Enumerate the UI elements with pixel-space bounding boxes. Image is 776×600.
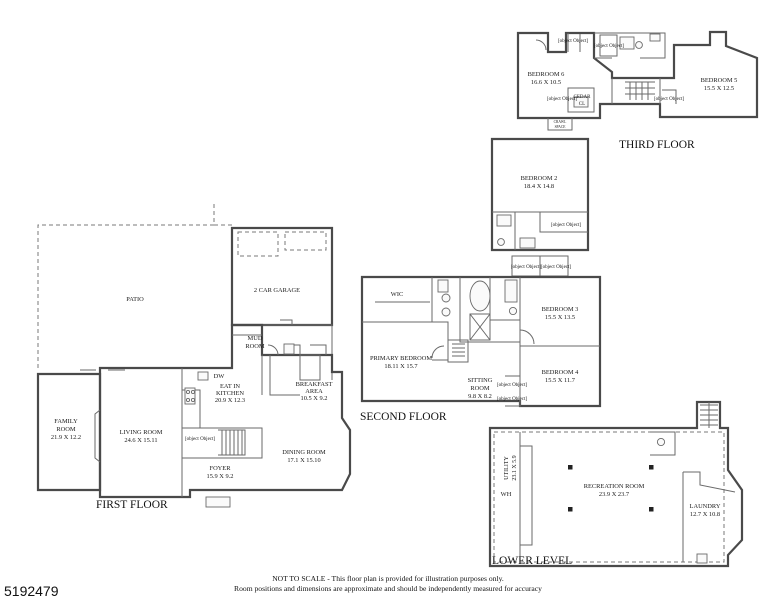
bedroom3-name: BEDROOM 3 — [542, 306, 579, 313]
disclaimer-line-2: Room positions and dimensions are approx… — [234, 584, 542, 593]
closet-label: [object Object] — [541, 265, 571, 270]
closet-label: [object Object] — [547, 97, 577, 102]
kitchen-name: EAT IN — [220, 383, 240, 390]
living-name: LIVING ROOM — [120, 429, 163, 436]
family-name2: ROOM — [56, 426, 75, 433]
patio-label: PATIO — [126, 296, 144, 303]
closet-label: [object Object] — [594, 44, 624, 49]
family-dim: 21.9 X 12.2 — [51, 434, 81, 441]
garage-label: 2 CAR GARAGE — [254, 287, 300, 294]
dw-label: DW — [214, 373, 226, 380]
bedroom6-dim: 16.6 X 10.5 — [531, 79, 561, 86]
primary-dim: 18.11 X 15.7 — [384, 363, 418, 370]
closet-label: [object Object] — [558, 39, 588, 44]
bedroom5-dim: 15.5 X 12.5 — [704, 85, 734, 92]
cedar-sub: CL — [579, 102, 585, 107]
utility-dim: 23.1 X 5.9 — [512, 455, 518, 480]
kitchen-name2: KITCHEN — [216, 390, 244, 397]
closet-label: [object Object] — [654, 97, 684, 102]
breakfast-dim: 10.5 X 9.2 — [301, 395, 328, 402]
bedroom3-dim: 15.5 X 13.5 — [545, 314, 575, 321]
cedar-name: CEDAR — [574, 95, 592, 100]
third-floor-title: THIRD FLOOR — [619, 139, 695, 151]
second-floor-plan: WIC PRIMARY BEDROOM 18.11 X 15.7 SITTING… — [360, 137, 602, 423]
closet-label: [object Object] — [511, 265, 541, 270]
family-room-walls — [36, 372, 102, 492]
foyer-dim: 15.9 X 9.2 — [207, 473, 234, 480]
lower-level-title: LOWER LEVEL — [492, 555, 572, 567]
recreation-name: RECREATION ROOM — [584, 483, 645, 490]
sitting-name2: ROOM — [470, 385, 489, 392]
lower-level-plan: RECREATION ROOM 23.9 X 23.7 LAUNDRY 12.7… — [488, 400, 744, 568]
wic-label: WIC — [391, 291, 403, 298]
third-floor-walls — [516, 30, 759, 120]
patio-outline — [37, 203, 232, 368]
first-floor-title: FIRST FLOOR — [96, 499, 168, 511]
family-name: FAMILY — [54, 418, 78, 425]
bedroom4-name: BEDROOM 4 — [542, 369, 580, 376]
dining-name: DINING ROOM — [282, 449, 326, 456]
closet-label: [object Object] — [497, 383, 527, 388]
mud-name: MUD — [248, 335, 263, 342]
disclaimer-line-1: NOT TO SCALE - This floor plan is provid… — [272, 574, 504, 583]
recreation-dim: 23.9 X 23.7 — [599, 491, 630, 498]
first-floor-walls — [98, 323, 352, 499]
crawl-name: CRAWL — [554, 120, 567, 124]
breakfast-name: BREAKFAST — [296, 381, 333, 388]
wh-label: WH — [501, 491, 512, 498]
lower-level-walls — [488, 400, 744, 568]
laundry-name: LAUNDRY — [690, 503, 721, 510]
bedroom2-name: BEDROOM 2 — [521, 175, 558, 182]
bedroom4-dim: 15.5 X 11.7 — [545, 377, 576, 384]
bedroom6-name: BEDROOM 6 — [528, 71, 565, 78]
laundry-dim: 12.7 X 10.8 — [690, 511, 720, 518]
closet-label: [object Object] — [185, 437, 215, 442]
dining-dim: 17.1 X 15.10 — [287, 457, 320, 464]
sitting-name: SITTING — [468, 377, 493, 384]
bedroom2-dim: 18.4 X 14.8 — [524, 183, 554, 190]
mud-name2: ROOM — [245, 343, 264, 350]
closet-label: [object Object] — [497, 397, 527, 402]
foyer-name: FOYER — [210, 465, 232, 472]
living-dim: 24.6 X 15.11 — [124, 437, 157, 444]
closet-label: [object Object] — [551, 223, 581, 228]
kitchen-dim: 20.9 X 12.3 — [215, 397, 245, 404]
crawl-sub: SPACE — [555, 125, 567, 129]
third-floor-plan: BEDROOM 6 16.6 X 10.5 BEDROOM 5 15.5 X 1… — [516, 30, 759, 151]
utility-name: UTILITY — [504, 456, 510, 480]
primary-name: PRIMARY BEDROOM — [370, 355, 432, 362]
bedroom2-walls — [490, 137, 590, 252]
breakfast-name2: AREA — [305, 388, 323, 395]
listing-id: 5192479 — [4, 583, 59, 599]
bedroom5-name: BEDROOM 5 — [701, 77, 738, 84]
garage-walls — [230, 226, 334, 327]
sitting-dim: 9.8 X 8.2 — [468, 393, 492, 400]
second-floor-title: SECOND FLOOR — [360, 411, 447, 423]
first-floor-plan: PATIO 2 CAR GARAGE MUD ROOM BREAKFAST AR… — [36, 203, 352, 511]
